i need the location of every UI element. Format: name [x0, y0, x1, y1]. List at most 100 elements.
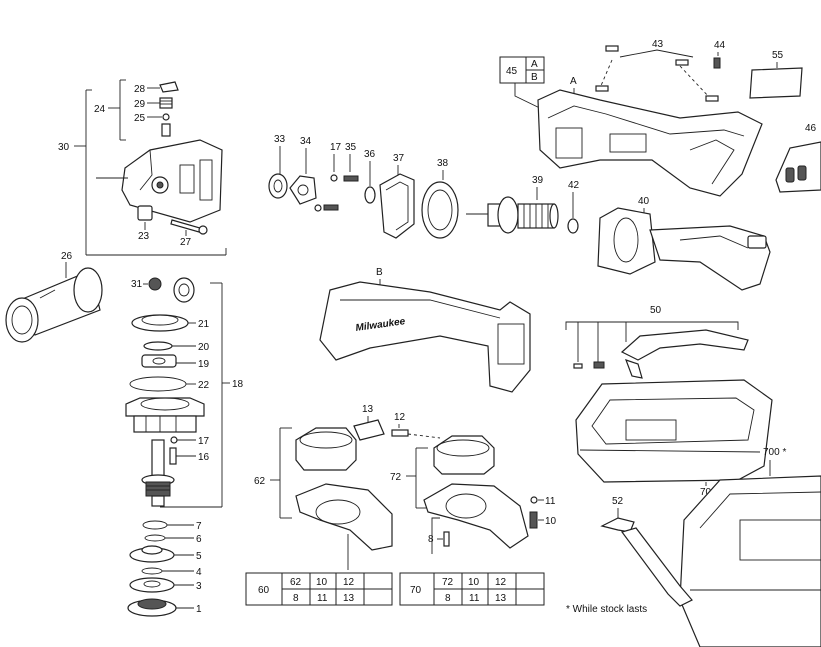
callout-4: 4	[196, 567, 202, 578]
kit-table-60	[245, 572, 393, 606]
callout-23: 23	[138, 231, 150, 242]
callout-27: 27	[180, 237, 192, 248]
callout-19: 19	[198, 359, 210, 370]
callout-17: 17	[198, 436, 210, 447]
case-base-part-701	[575, 379, 773, 483]
bracket-24	[108, 79, 126, 141]
callout-31: 31	[131, 279, 143, 290]
callout-24: 24	[94, 104, 106, 115]
nut-part-31	[148, 277, 162, 291]
callout-18: 18	[232, 379, 244, 390]
callout-17b: 17	[330, 142, 342, 153]
housing-half-part-A	[537, 89, 763, 197]
plate-part-34	[289, 175, 317, 205]
callout-5: 5	[196, 551, 202, 562]
baffle-part-38	[421, 181, 459, 239]
callout-21: 21	[198, 319, 210, 330]
callout-44: 44	[714, 40, 726, 51]
spring-part-12	[391, 429, 409, 437]
kit-table-70	[399, 572, 545, 606]
stator-part-40	[597, 207, 771, 291]
callout-7: 7	[196, 521, 202, 532]
callout-26: 26	[61, 251, 73, 262]
bearing-cap-part	[173, 277, 195, 303]
callout-62: 62	[254, 476, 266, 487]
box-45-number: 45	[506, 66, 518, 77]
latch-part-13	[353, 419, 385, 441]
callout-55: 55	[772, 50, 784, 61]
kit-60-r1c3: 12	[343, 577, 355, 588]
screw-part-44	[713, 57, 721, 69]
box-45-bottom: B	[531, 72, 538, 83]
switch-part-46	[775, 141, 821, 193]
kit-60-r2c3: 13	[343, 593, 355, 604]
nut-part-1	[127, 598, 194, 617]
guard-clamp-part-72	[433, 435, 495, 475]
callout-3: 3	[196, 581, 202, 592]
kit-70-r2c3: 13	[495, 593, 507, 604]
washer-part-17	[330, 174, 338, 182]
kit-60-r2c1: 8	[293, 593, 299, 604]
gear-housing-part	[125, 397, 205, 433]
callout-46: 46	[805, 123, 817, 134]
bearing-part-42	[567, 218, 579, 234]
callout-50: 50	[650, 305, 662, 316]
ring-part-7	[142, 520, 194, 530]
side-handle-part-26	[5, 267, 103, 343]
kit-70-r1c2: 10	[468, 577, 480, 588]
armature-part-39	[466, 196, 559, 234]
bracket-72	[406, 447, 428, 509]
spring-part-17	[170, 436, 196, 444]
pin-part-16	[169, 447, 196, 465]
callout-43: 43	[652, 39, 664, 50]
spindle-part	[141, 439, 175, 507]
kit-70-r2c1: 8	[445, 593, 451, 604]
case-lid-part-700	[679, 475, 821, 647]
callout-38: 38	[437, 158, 449, 169]
callout-34: 34	[300, 136, 312, 147]
label-part-55	[749, 67, 803, 99]
screw-part-35	[343, 175, 359, 182]
switch-lever-part-50	[573, 329, 749, 379]
spanner-wrench-part-52	[600, 517, 693, 607]
bearing-plate-part-21	[131, 314, 196, 332]
brush-holder-part-37	[379, 173, 415, 239]
guard-part-70	[423, 483, 529, 549]
kit-60-r1c2: 10	[316, 577, 328, 588]
callout-20: 20	[198, 342, 210, 353]
guard-part-60	[295, 483, 393, 551]
callout-39: 39	[532, 175, 544, 186]
callout-6: 6	[196, 534, 202, 545]
bracket-18	[160, 282, 230, 508]
bracket-62	[270, 427, 292, 519]
bearing-part-33	[268, 173, 288, 199]
callout-A: A	[570, 76, 577, 87]
callout-36: 36	[364, 149, 376, 160]
callout-40: 40	[638, 196, 650, 207]
footnote-stock: * While stock lasts	[566, 604, 647, 615]
bracket-30	[74, 89, 227, 256]
washer-part-20	[143, 341, 196, 351]
flange-part-5	[129, 545, 194, 563]
callout-8: 8	[428, 534, 434, 545]
kit-70-id: 70	[410, 585, 422, 596]
screw-part-lower	[314, 204, 339, 212]
callout-16: 16	[198, 452, 210, 463]
callout-25: 25	[134, 113, 146, 124]
bushing-part-23	[137, 205, 153, 230]
callout-11b: 11	[545, 496, 556, 507]
screws-part-43	[595, 45, 719, 102]
flange-part-3	[129, 577, 194, 593]
o-ring-part-22	[129, 376, 196, 392]
screw-part-8	[443, 531, 450, 547]
callout-700: 700 *	[763, 447, 786, 458]
callout-52: 52	[612, 496, 624, 507]
guard-clamp-part-62	[295, 427, 357, 471]
kit-60-r2c2: 11	[317, 593, 328, 604]
spring-part-10	[529, 511, 538, 529]
kit-60-r1c1: 62	[290, 577, 302, 588]
callout-30: 30	[58, 142, 70, 153]
callout-33: 33	[274, 134, 286, 145]
callout-72: 72	[390, 472, 402, 483]
